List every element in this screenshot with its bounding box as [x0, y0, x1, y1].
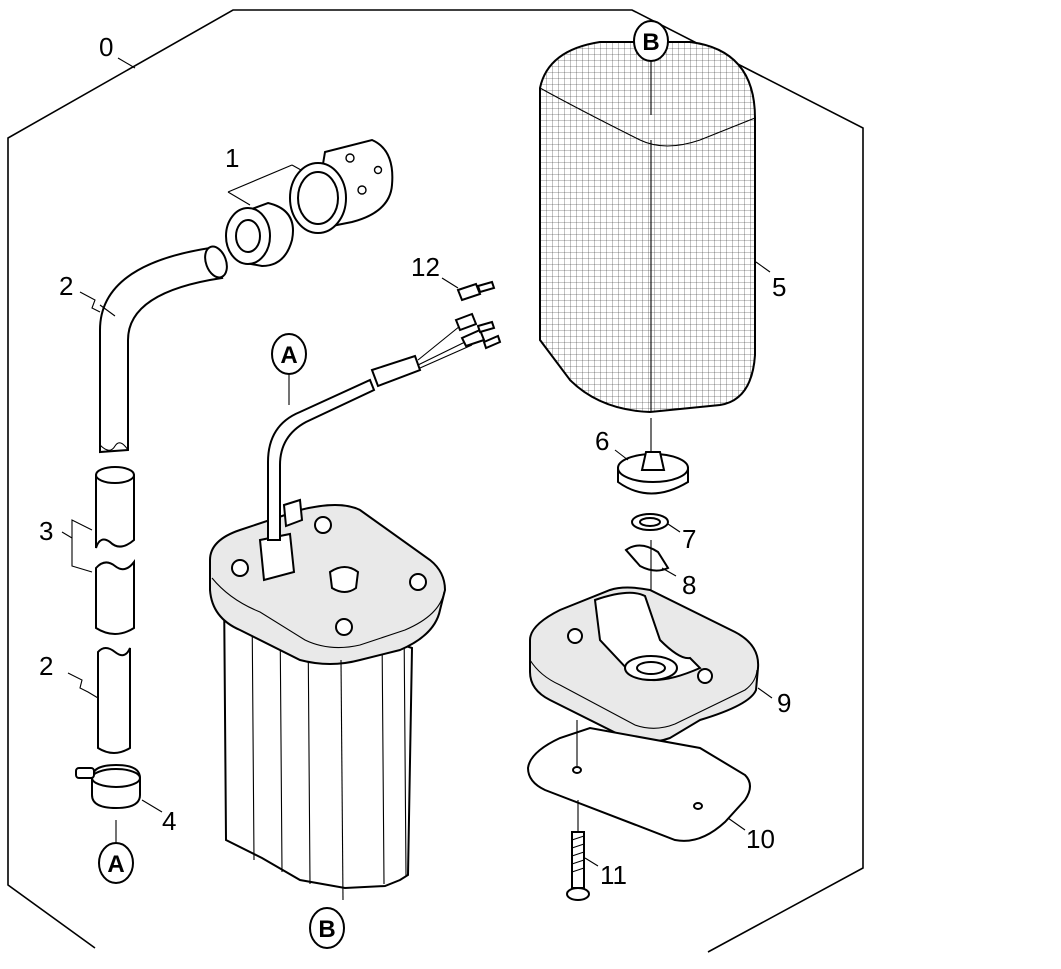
part-3-leader	[61, 519, 93, 573]
part-5-filter	[539, 41, 756, 414]
label-9: 9	[777, 688, 791, 718]
label-3: 3	[39, 516, 53, 546]
part-11-leader	[584, 857, 599, 867]
label-1: 1	[225, 143, 239, 173]
assembly-leader	[117, 57, 136, 69]
ref-a-clamp-callout: A	[98, 842, 134, 884]
label-12: 12	[411, 252, 440, 282]
part-1-fitting	[225, 138, 394, 268]
part-5-leader	[755, 261, 771, 273]
part-6-leader	[614, 449, 629, 461]
label-6: 6	[595, 426, 609, 456]
part-4-hose-clamp	[75, 763, 141, 810]
part-4-leader	[141, 799, 163, 813]
label-7: 7	[682, 524, 696, 554]
part-6-cap	[617, 418, 689, 495]
part-7-leader	[667, 523, 681, 533]
label-0: 0	[99, 32, 113, 62]
label-5: 5	[772, 272, 786, 302]
ref-a-cable-callout: A	[271, 333, 307, 375]
part-10-leader	[727, 817, 746, 831]
part-10-plate	[526, 720, 751, 842]
part-2-leader-top	[79, 291, 116, 317]
ref-b-housing-text: B	[318, 916, 335, 943]
ref-b-filter-callout: B	[633, 20, 669, 62]
part-9-base	[529, 586, 760, 744]
label-2-bottom: 2	[39, 651, 53, 681]
power-cable	[267, 378, 376, 541]
label-4: 4	[162, 806, 176, 836]
label-10: 10	[746, 824, 775, 854]
label-2-top: 2	[59, 271, 73, 301]
part-12-connector	[456, 280, 496, 302]
label-11: 11	[600, 860, 627, 890]
part-2-bent-hose	[99, 245, 228, 454]
part-8-leader	[661, 567, 677, 577]
assembly-outline	[7, 9, 864, 953]
cable-end	[370, 312, 502, 388]
ref-b-housing-callout: B	[309, 907, 345, 949]
ref-a-clamp-text: A	[107, 851, 124, 878]
ref-b-filter-text: B	[642, 29, 659, 56]
part-9-leader	[757, 687, 773, 699]
part-3-hose-segments	[95, 466, 135, 635]
part-2-leader-bottom	[67, 672, 99, 699]
part-12-leader	[441, 277, 459, 289]
part-11-bolt	[566, 800, 590, 901]
part-7-washer	[631, 513, 669, 531]
pump-housing	[209, 498, 447, 901]
part-2-straight-hose	[97, 647, 131, 754]
label-8: 8	[682, 570, 696, 600]
ref-a-cable-text: A	[280, 342, 297, 369]
